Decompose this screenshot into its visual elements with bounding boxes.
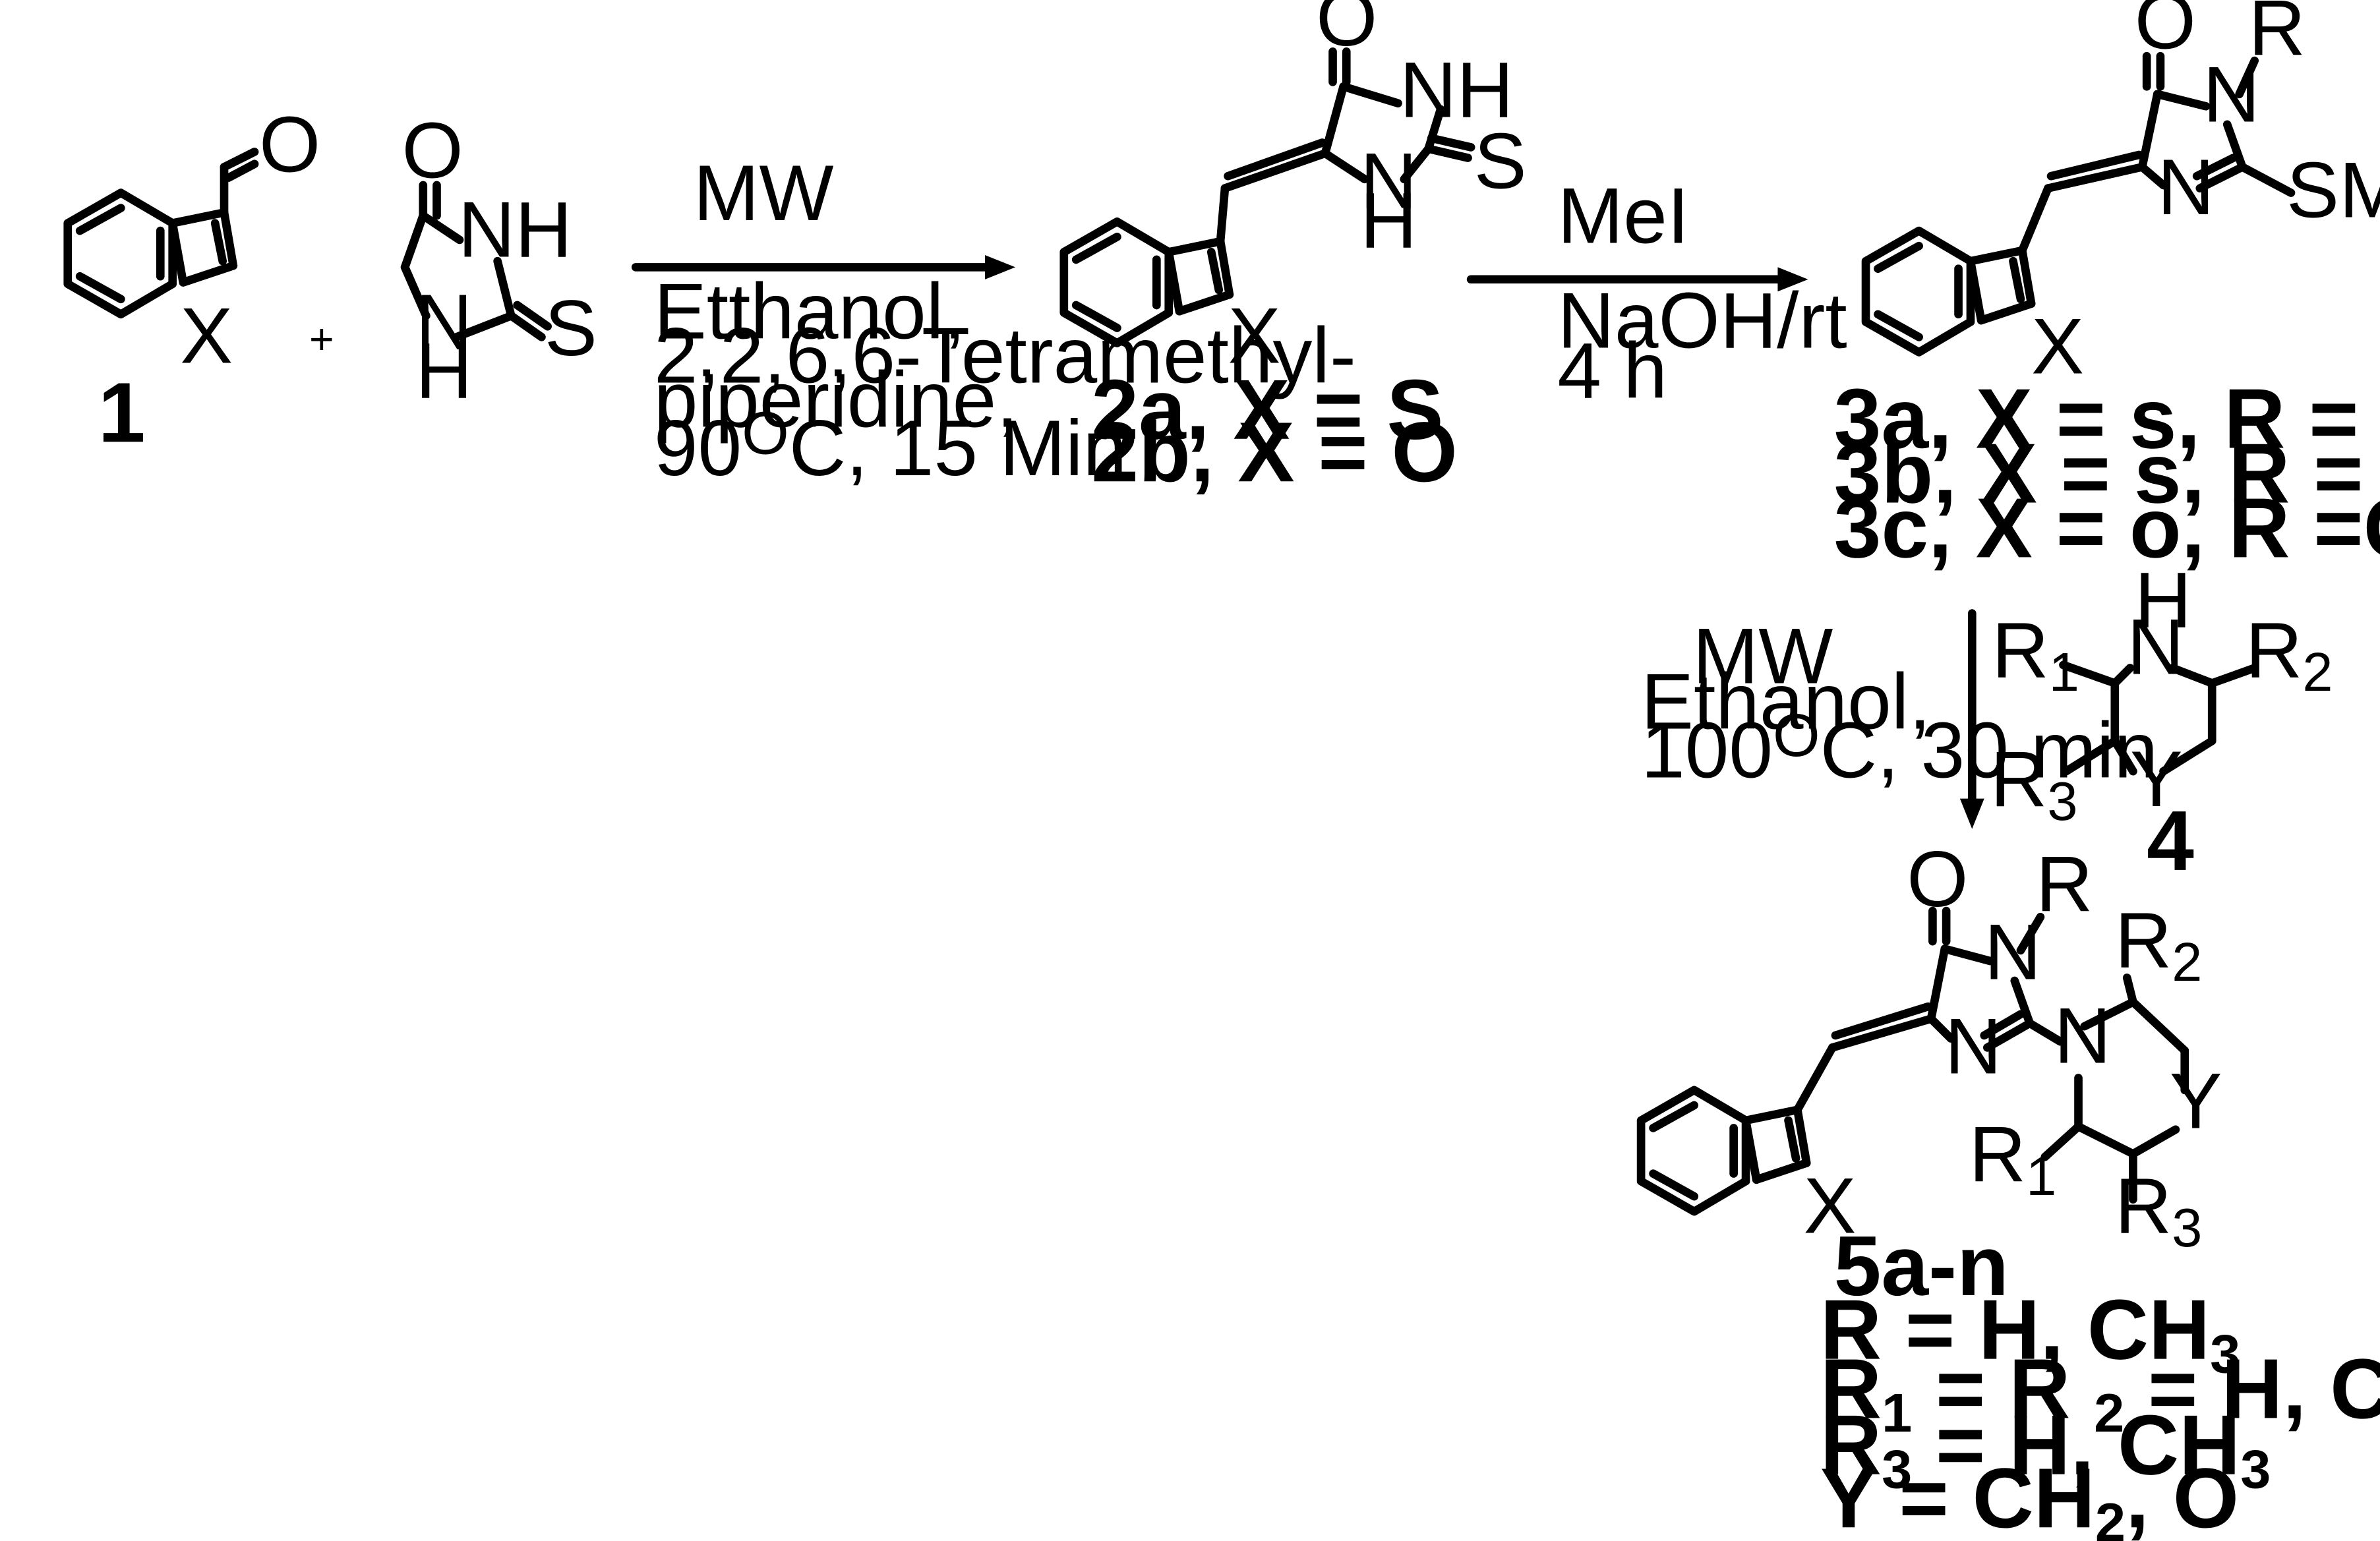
compound-4-label: 4 [2147,794,2194,888]
compound-3-n2: N [2157,144,2214,231]
compound-1-heteroatom-x: X [180,293,233,380]
step-1-condition-mw: MW [694,150,834,237]
step-2-base: NaOH/rt [1557,277,1847,364]
compound-4-structure [2059,660,2259,776]
compound-1-structure [63,148,259,319]
compound-2-oxygen: O [1316,0,1377,63]
step-3-solvent: Ethanol, [1641,658,1930,746]
compound-2-nh: NH [1400,46,1514,134]
compound-4-n: N [2127,604,2184,691]
compound-2-n: N [1360,138,1417,225]
compound-2-sulfur: S [1474,118,1527,206]
compound-2-h: H [1360,177,1417,264]
thiohydantoin-n: N [415,279,473,366]
compound-3-n1: N [2203,51,2260,138]
compound-3c-label: 3c, X = o, R =CH3 [1834,480,2380,583]
compound-2-heteroatom-x: X [1228,293,1281,380]
compound-4-y: Y [2130,736,2183,823]
definition-r: R = H, CH3 [1820,1283,2240,1385]
compound-1-oxygen: O [259,101,320,189]
compound-5-n3: N [2054,992,2112,1080]
compound-5-r-group: R [2036,840,2093,928]
compound-4-r3: R3 [1990,736,2078,832]
compound-5-r2: R2 [2115,896,2203,993]
compound-2b-label: 2b, X = O [1091,405,1458,500]
compound-3-r-group: R [2249,0,2306,72]
compound-4-r1: R1 [1992,606,2079,703]
compound-2-structure [1059,47,1475,347]
definition-r3: R3 = H, CH3 [1820,1398,2271,1500]
thiohydantoin-structure [400,181,552,341]
step-3-temperature: 100OC, 30 min [1641,701,2158,794]
step-2-reagent: MeI [1557,173,1689,260]
compound-2a-label: 2a, X = S [1091,363,1443,457]
definition-r1-r2: R1 = R 2 = H, CH3 [1820,1341,2380,1443]
compound-4-r2: R2 [2246,606,2333,703]
plus-sign: + [309,316,334,363]
thiohydantoin-oxygen: O [402,107,463,195]
compound-5-n2: N [1945,1003,2002,1091]
step-2-time: 4 h [1557,328,1667,415]
compound-5-heteroatom-x: X [1804,1162,1857,1250]
reaction-arrow-1 [631,254,1016,279]
compound-5-r3: R3 [2115,1162,2203,1258]
step-1-base-line-1: 2,2,6,6-Tetramethyl- [654,312,1356,399]
compound-5-n1: N [1984,909,2042,997]
definition-y: Y = CH2, O [1820,1451,2239,1541]
reaction-arrow-3 [1959,609,1984,829]
compound-5-y: Y [2170,1057,2222,1145]
step-3-condition-mw: MW [1692,613,1833,701]
compound-5-oxygen: O [1907,836,1968,923]
thiohydantoin-h: H [415,328,473,415]
compound-1-label: 1 [98,365,146,460]
compound-3b-label: 3b, X = s, R = CH3 [1834,426,2380,528]
compound-3-structure [1861,51,2296,357]
step-1-solvent: Etthanol, [654,268,966,356]
compound-3-sme: SMe [2286,146,2380,234]
step-1-temperature: 90OC, 15 Min [654,399,1127,492]
compound-3-heteroatom-x: X [2031,303,2084,391]
thiohydantoin-sulfur: S [545,285,597,372]
compound-4-h: H [2135,556,2192,644]
compound-5-structure [1636,906,2189,1216]
compound-5-r1: R1 [1969,1111,2057,1207]
reaction-arrow-2 [1466,267,1808,292]
compound-3a-label: 3a, X = s, R = H [1834,372,2380,467]
compound-5-label: 5a-n [1834,1219,2009,1314]
thiohydantoin-nh: NH [458,186,572,274]
compound-3-oxygen: O [2135,0,2196,66]
step-1-base-line-2: piperidine, [654,356,1019,444]
